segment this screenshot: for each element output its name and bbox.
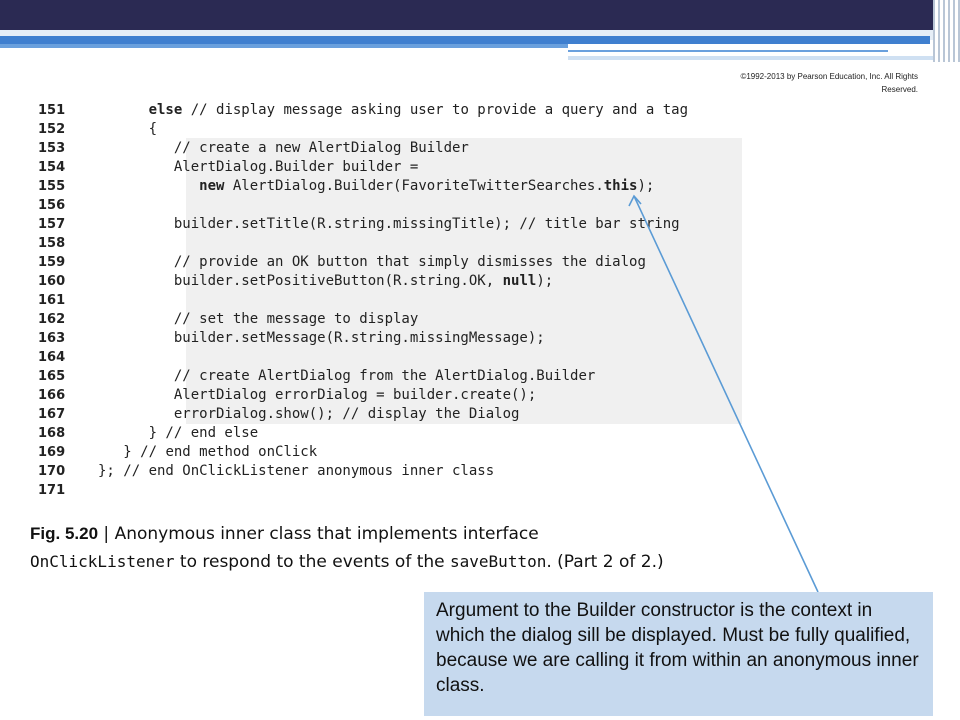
code-text: } // end method onClick <box>123 444 318 460</box>
code-line: 156 <box>38 196 688 215</box>
code-text: builder.setPositiveButton(R.string.OK, <box>173 273 503 289</box>
line-number: 157 <box>38 217 66 232</box>
line-number: 162 <box>38 312 66 327</box>
code-line: 159 // provide an OK button that simply … <box>38 253 688 272</box>
code-text: // create AlertDialog from the AlertDial… <box>173 368 596 384</box>
code-highlight <box>186 138 742 424</box>
code-keyword: else <box>148 102 183 118</box>
line-number: 151 <box>38 103 66 118</box>
header-band <box>0 30 960 40</box>
line-number: 155 <box>38 179 66 194</box>
code-text: ); <box>536 273 554 289</box>
line-number: 152 <box>38 122 66 137</box>
line-number: 161 <box>38 293 66 308</box>
line-number: 168 <box>38 426 66 441</box>
code-text: AlertDialog.Builder builder = <box>173 159 419 175</box>
code-line: 161 <box>38 291 688 310</box>
code-line: 165 // create AlertDialog from the Alert… <box>38 367 688 386</box>
caption-text: Anonymous inner class that implements in… <box>114 524 539 544</box>
caption-text: . (Part 2 of 2.) <box>546 552 664 572</box>
code-text: builder.setMessage(R.string.missingMessa… <box>173 330 545 346</box>
line-number: 156 <box>38 198 66 213</box>
code-text: // provide an OK button that simply dism… <box>173 254 646 270</box>
code-text: // set the message to display <box>173 311 419 327</box>
line-number: 167 <box>38 407 66 422</box>
line-number: 166 <box>38 388 66 403</box>
code-line: 151 else // display message asking user … <box>38 101 688 120</box>
code-keyword: null <box>502 273 537 289</box>
figure-caption: Fig. 5.20 | Anonymous inner class that i… <box>30 520 670 576</box>
line-number: 154 <box>38 160 66 175</box>
code-line: 168 } // end else <box>38 424 688 443</box>
header-bar <box>0 0 960 30</box>
line-number: 160 <box>38 274 66 289</box>
code-line: 158 <box>38 234 688 253</box>
line-number: 170 <box>38 464 66 479</box>
header-pinstripes <box>933 0 960 62</box>
callout-box: Argument to the Builder constructor is t… <box>424 592 933 716</box>
code-text: builder.setTitle(R.string.missingTitle);… <box>173 216 680 232</box>
code-line: 154 AlertDialog.Builder builder = <box>38 158 688 177</box>
copyright-notice: ©1992-2013 by Pearson Education, Inc. Al… <box>740 72 918 94</box>
code-text: // display message asking user to provid… <box>182 102 689 118</box>
line-number: 171 <box>38 483 66 498</box>
code-text: } // end else <box>148 425 259 441</box>
line-number: 165 <box>38 369 66 384</box>
line-number: 158 <box>38 236 66 251</box>
code-text: errorDialog.show(); // display the Dialo… <box>173 406 520 422</box>
code-text: ); <box>637 178 655 194</box>
code-line: 166 AlertDialog errorDialog = builder.cr… <box>38 386 688 405</box>
code-line: 155 new AlertDialog.Builder(FavoriteTwit… <box>38 177 688 196</box>
code-text: AlertDialog.Builder(FavoriteTwitterSearc… <box>224 178 604 194</box>
code-line: 160 builder.setPositiveButton(R.string.O… <box>38 272 688 291</box>
caption-code: OnClickListener <box>30 552 175 571</box>
line-number: 164 <box>38 350 66 365</box>
header-line <box>568 50 888 52</box>
header-stripe-thin <box>0 44 568 48</box>
header-line-light <box>568 56 942 60</box>
line-number: 153 <box>38 141 66 156</box>
caption-separator: | <box>98 524 115 544</box>
code-line: 152 { <box>38 120 688 139</box>
code-line: 170 }; // end OnClickListener anonymous i… <box>38 462 688 481</box>
code-text: // create a new AlertDialog Builder <box>173 140 469 156</box>
arrow-line <box>633 195 819 593</box>
code-line: 164 <box>38 348 688 367</box>
code-line: 163 builder.setMessage(R.string.missingM… <box>38 329 688 348</box>
code-line: 169 } // end method onClick <box>38 443 688 462</box>
line-number: 163 <box>38 331 66 346</box>
line-number: 169 <box>38 445 66 460</box>
code-line: 171 <box>38 481 688 500</box>
arrow-head <box>628 194 642 207</box>
code-line: 153 // create a new AlertDialog Builder <box>38 139 688 158</box>
code-keyword: new <box>199 178 225 194</box>
caption-text: to respond to the events of the <box>174 552 451 572</box>
line-number: 159 <box>38 255 66 270</box>
code-text: { <box>148 121 158 137</box>
header-stripe <box>0 36 930 44</box>
code-line: 162 // set the message to display <box>38 310 688 329</box>
code-text: }; // end OnClickListener anonymous inne… <box>98 463 495 479</box>
code-keyword: this <box>603 178 638 194</box>
caption-code: saveButton <box>450 552 547 571</box>
code-line: 157 builder.setTitle(R.string.missingTit… <box>38 215 688 234</box>
code-line: 167 errorDialog.show(); // display the D… <box>38 405 688 424</box>
code-text: AlertDialog errorDialog = builder.create… <box>173 387 537 403</box>
figure-number: Fig. 5.20 <box>30 524 99 543</box>
code-listing: 151 else // display message asking user … <box>38 101 688 500</box>
